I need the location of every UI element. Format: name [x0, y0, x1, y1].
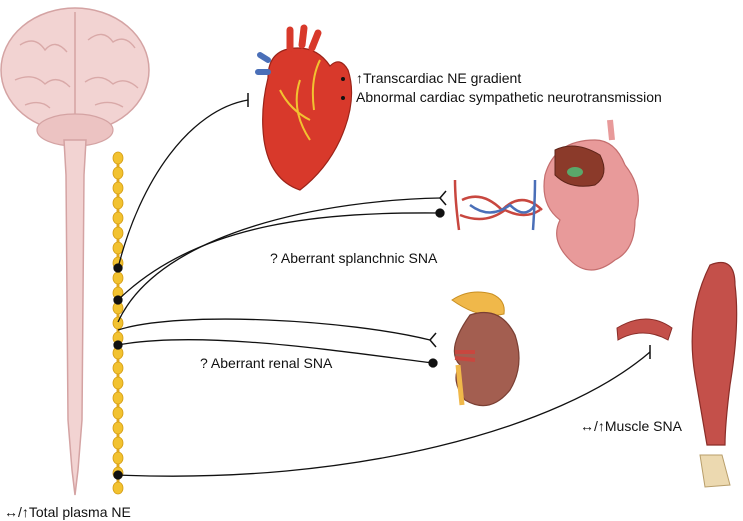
nerve-terminal-dot	[435, 208, 445, 218]
leg-muscle-icon	[691, 261, 738, 488]
ganglion-bead	[112, 376, 124, 390]
ganglion-bead	[112, 196, 124, 210]
nerve-fibers	[113, 93, 651, 480]
nerve-fiber	[117, 197, 441, 323]
ganglion-bead	[112, 241, 124, 255]
heart-findings-list: ↑Transcardiac NE gradient Abnormal cardi…	[340, 70, 662, 108]
ganglion-bead	[112, 406, 124, 420]
heart-icon	[255, 24, 353, 191]
ganglion-bead	[112, 361, 124, 375]
ganglion-bead	[112, 316, 124, 330]
nerve-fiber	[117, 339, 434, 364]
ganglion-bead	[112, 481, 124, 495]
sympathetic-chain-icon	[112, 151, 124, 495]
preganglionic-soma	[113, 340, 123, 350]
ganglion-bead	[112, 271, 124, 285]
preganglionic-soma	[113, 295, 123, 305]
vascular-bed-icon	[453, 179, 543, 231]
ganglion-bead	[112, 451, 124, 465]
nerve-terminal	[439, 190, 447, 206]
ganglion-bead	[112, 421, 124, 435]
nerve-terminal	[429, 332, 437, 348]
renal-label: ? Aberrant renal SNA	[200, 355, 333, 371]
preganglionic-soma	[113, 263, 123, 273]
ganglion-bead	[112, 436, 124, 450]
ganglion-bead	[112, 166, 124, 180]
nerve-fiber	[117, 318, 431, 341]
plasma-label: ↔/↑Total plasma NE	[4, 504, 131, 520]
brain-icon	[0, 7, 150, 147]
ganglion-bead	[112, 226, 124, 240]
ganglion-bead	[112, 181, 124, 195]
kidney-icon	[451, 291, 520, 407]
nerve-fiber	[117, 99, 249, 269]
spinal-cord-icon	[63, 139, 87, 496]
muscle-label: ↔/↑Muscle SNA	[580, 418, 682, 434]
gut-icon	[543, 119, 639, 271]
blood-vessel-icon	[616, 318, 673, 341]
ganglion-bead	[112, 391, 124, 405]
preganglionic-soma	[113, 470, 123, 480]
nerve-fiber	[117, 212, 441, 301]
ganglion-bead	[112, 151, 124, 165]
nerve-fiber	[117, 351, 651, 477]
splanchnic-label: ? Aberrant splanchnic SNA	[270, 250, 438, 266]
heart-finding-1: ↑Transcardiac NE gradient	[356, 70, 662, 87]
ganglion-bead	[112, 211, 124, 225]
nerve-terminal-dot	[428, 358, 438, 368]
heart-finding-2: Abnormal cardiac sympathetic neurotransm…	[356, 89, 662, 106]
